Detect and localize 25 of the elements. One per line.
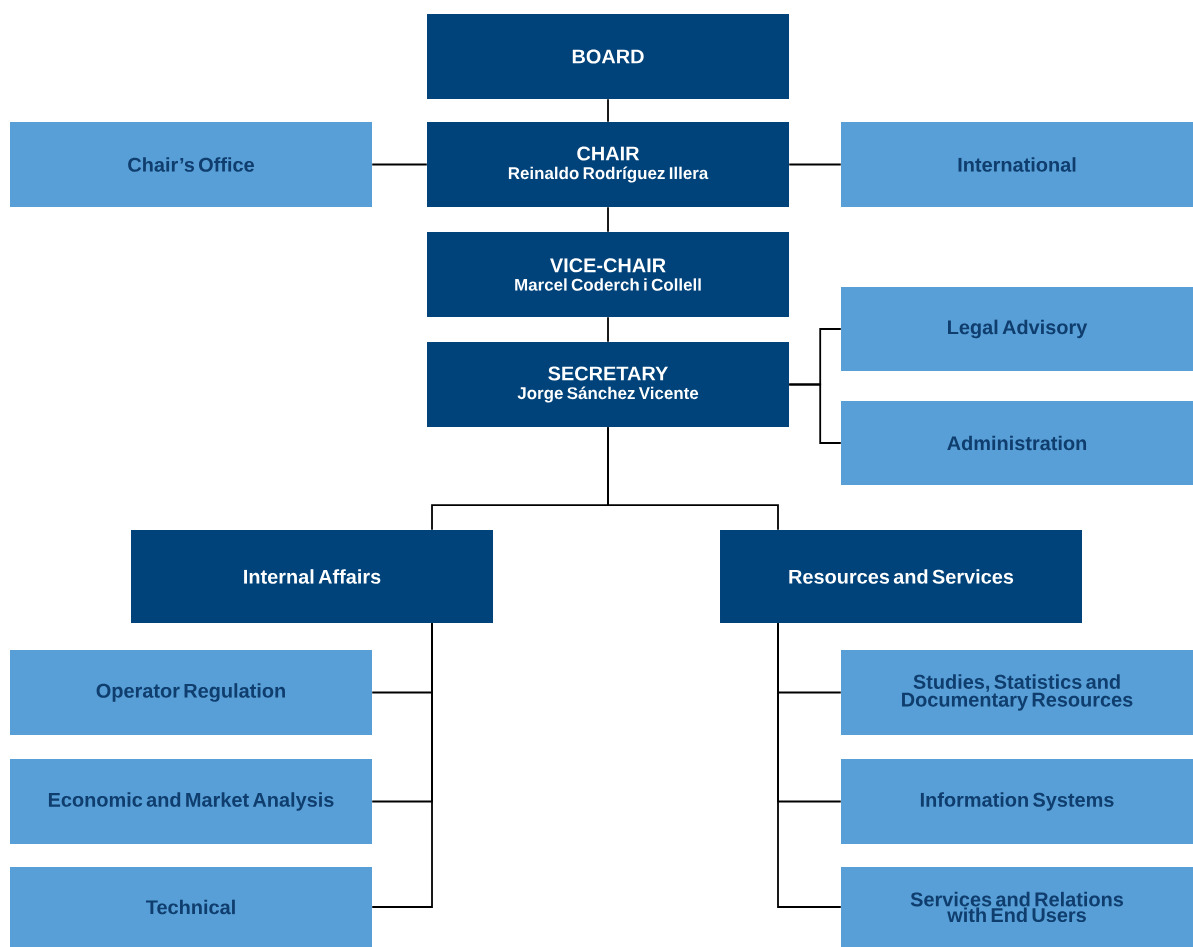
unit-box: Legal Advisory [841,287,1193,371]
unit-box: Operator Regulation [10,650,372,735]
position-box: CHAIR Reinaldo Rodríguez Illera [427,122,789,207]
unit-box: International [841,122,1193,207]
position-box: BOARD [427,14,789,99]
connector-line [607,98,609,123]
connector-line [607,316,609,343]
connector-line [371,622,433,908]
unit-box: Economic and Market Analysis [10,759,372,844]
connector-line [607,206,609,233]
connector-line [371,163,428,166]
position-box: SECRETARY Jorge Sánchez Vicente [427,342,789,427]
unit-box: Information Systems [841,759,1193,844]
unit-box: Chair’s Office [10,122,372,207]
connector-line [777,622,842,908]
connector-line [788,383,842,444]
position-box: Resources and Services [720,530,1082,623]
connector-line [788,163,842,166]
connector-line [607,426,779,531]
unit-box: Administration [841,401,1193,485]
unit-box: Services and Relations with End Users [841,867,1193,947]
unit-box: Studies, Statistics and Documentary Resources [841,650,1193,735]
unit-box: Technical [10,867,372,947]
position-box: VICE-CHAIR Marcel Coderch i Collell [427,232,789,317]
position-box: Internal Affairs [131,530,493,623]
